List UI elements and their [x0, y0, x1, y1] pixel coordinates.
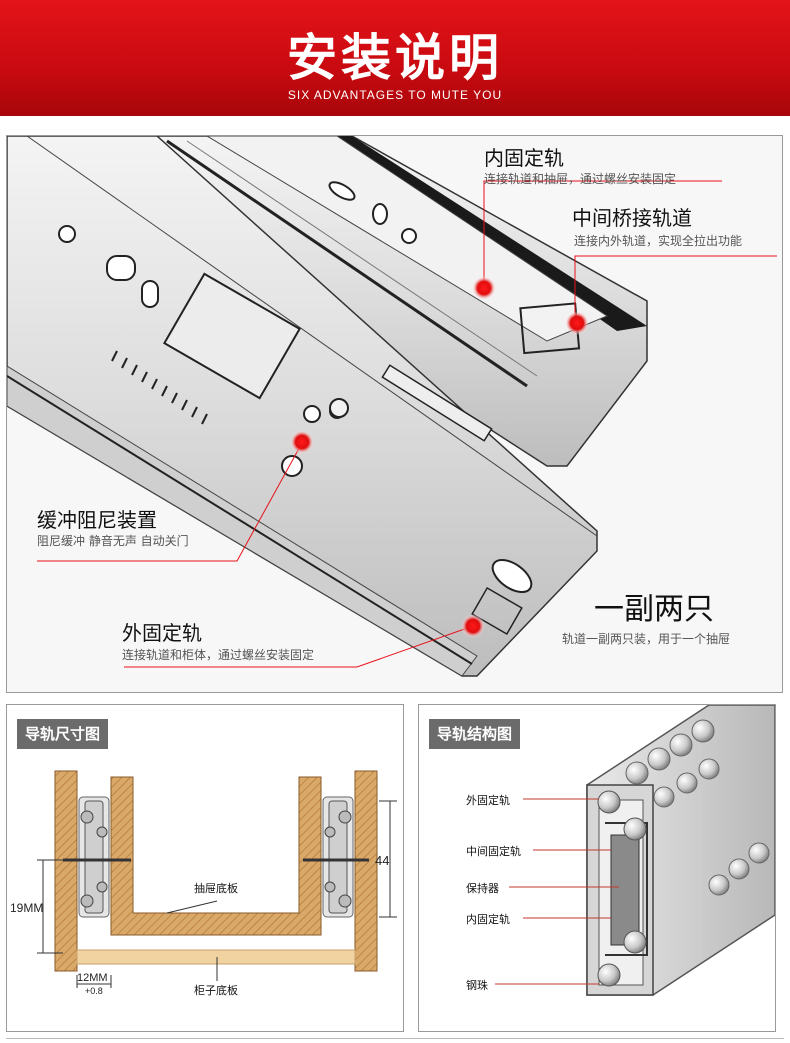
cabinet-bottom: [76, 949, 356, 965]
dim-label-tolerance: +0.8: [85, 986, 103, 996]
dim-label-19mm: 19MM: [10, 901, 44, 915]
label-cabinet-bottom: 柜子底板: [194, 984, 238, 997]
dimension-panel-tag: 导轨尺寸图: [17, 719, 109, 749]
dimension-panel: 导轨尺寸图: [6, 704, 404, 1032]
structure-leaders: [495, 798, 619, 985]
callout-inner-rail-title: 内固定轨: [484, 146, 564, 170]
dimension-lines: [37, 800, 397, 988]
structure-panel: 导轨结构图: [418, 704, 776, 1032]
callout-damper-desc: 阻尼缓冲 静音无声 自动关门: [37, 534, 189, 548]
left-rail-assembly: [63, 796, 131, 918]
leader-lines: [37, 180, 777, 668]
bottom-divider: [6, 1038, 784, 1039]
label-holder: 保持器: [466, 882, 499, 895]
marker-outer-rail: [461, 614, 485, 638]
page-subtitle: SIX ADVANTAGES TO MUTE YOU: [287, 88, 503, 102]
callout-pair-title: 一副两只: [594, 592, 714, 627]
dim-label-12mm: 12MM: [77, 972, 108, 984]
slide-rail-illustration: [7, 136, 777, 677]
left-cabinet-wall: [54, 770, 78, 972]
callout-outer-rail-desc: 连接轨道和柜体，通过螺丝安装固定: [122, 648, 315, 662]
label-middle-rail: 中间固定轨: [466, 845, 521, 858]
label-outer-rail: 外固定轨: [466, 794, 510, 807]
dimension-diagram: [37, 770, 397, 988]
drawer-body: [110, 776, 322, 936]
right-cabinet-wall: [354, 770, 378, 972]
dim-label-44: 44: [375, 853, 390, 868]
outer-rail-shape: [7, 136, 598, 677]
product-photo: 内固定轨 连接轨道和抽屉，通过螺丝安装固定 中间桥接轨道 连接内外轨道，实现全拉…: [6, 135, 783, 693]
marker-middle-rail: [565, 311, 589, 335]
structure-diagram: [495, 705, 775, 996]
header-banner: 安装说明 SIX ADVANTAGES TO MUTE YOU: [0, 0, 790, 116]
label-drawer-bottom: 抽屉底板: [194, 882, 238, 895]
callout-middle-rail-desc: 连接内外轨道，实现全拉出功能: [574, 234, 743, 248]
inner-rail-shape: [156, 136, 648, 467]
callout-damper-title: 缓冲阻尼装置: [37, 508, 157, 532]
marker-damper: [290, 430, 314, 454]
page-title: 安装说明: [287, 29, 503, 87]
label-inner-rail: 内固定轨: [466, 913, 510, 926]
marker-inner-rail: [472, 276, 496, 300]
callout-middle-rail-title: 中间桥接轨道: [572, 206, 692, 230]
structure-panel-tag: 导轨结构图: [429, 719, 521, 749]
holder-shape: [610, 834, 640, 946]
label-steel-ball: 钢珠: [466, 979, 488, 992]
right-rail-assembly: [303, 796, 369, 918]
steel-ball-row: [625, 719, 770, 896]
callout-inner-rail-desc: 连接轨道和抽屉，通过螺丝安装固定: [484, 172, 677, 186]
callout-outer-rail-title: 外固定轨: [122, 621, 202, 645]
callout-pair-desc: 轨道一副两只装，用于一个抽屉: [562, 632, 731, 646]
